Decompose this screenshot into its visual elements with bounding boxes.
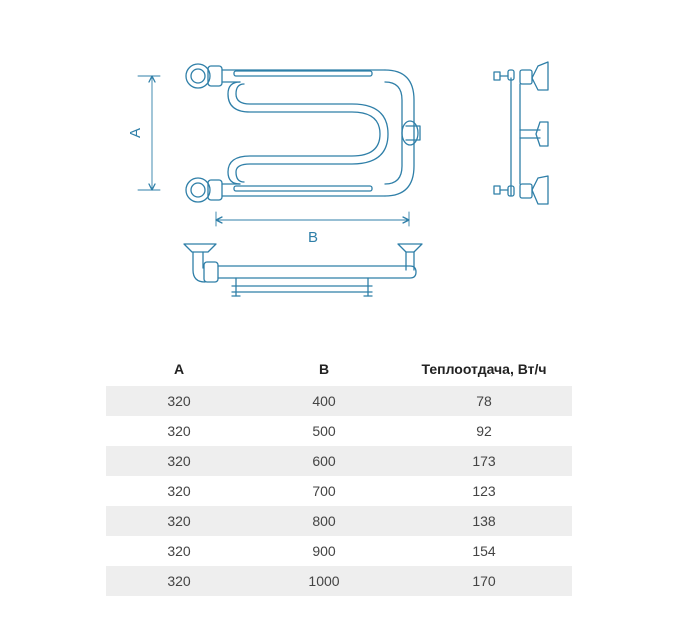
cell-b: 900 [312, 543, 336, 559]
dimension-b [215, 211, 410, 227]
cell-heat-output: 78 [396, 386, 572, 416]
table-header-row: A B Теплоотдача, Вт/ч [106, 352, 572, 386]
cell-heat-output: 173 [396, 446, 572, 476]
cell-b: 600 [252, 446, 396, 476]
cell-a: 320 [167, 543, 191, 559]
cell-b: 500 [312, 423, 336, 439]
front-view [185, 63, 421, 203]
dimension-b-label: B [308, 229, 318, 246]
cell-b: 1000 [252, 566, 396, 596]
cell-heat-output: 154 [472, 543, 496, 559]
cell-b: 700 [312, 483, 336, 499]
cell-heat-output: 123 [472, 483, 496, 499]
cell-a: 320 [106, 566, 252, 596]
cell-a: 320 [167, 483, 191, 499]
table-row: 320 600 173 [106, 446, 572, 476]
cell-a: 320 [167, 423, 191, 439]
cell-heat-output: 170 [396, 566, 572, 596]
table-row: 320 500 92 [106, 416, 572, 446]
towel-rail-drawing: A B [127, 61, 549, 297]
cell-b: 800 [252, 506, 396, 536]
cell-heat-output: 92 [476, 423, 492, 439]
table-row: 320 800 138 [106, 506, 572, 536]
table-row: 320 900 154 [106, 536, 572, 566]
dimension-a [137, 75, 161, 191]
cell-a: 320 [106, 446, 252, 476]
cell-heat-output: 138 [396, 506, 572, 536]
specifications-table: A B Теплоотдача, Вт/ч 320 400 78 320 500… [106, 352, 572, 596]
cell-a: 320 [106, 386, 252, 416]
side-view [493, 61, 549, 205]
top-view [183, 243, 423, 297]
cell-a: 320 [106, 506, 252, 536]
column-header-a: A [173, 361, 185, 377]
dimension-a-label: A [127, 128, 144, 138]
table-row: 320 400 78 [106, 386, 572, 416]
cell-b: 400 [252, 386, 396, 416]
table-row: 320 700 123 [106, 476, 572, 506]
column-header-heat-output: Теплоотдача, Вт/ч [421, 361, 547, 377]
table-row: 320 1000 170 [106, 566, 572, 596]
column-header-b: B [318, 361, 330, 377]
